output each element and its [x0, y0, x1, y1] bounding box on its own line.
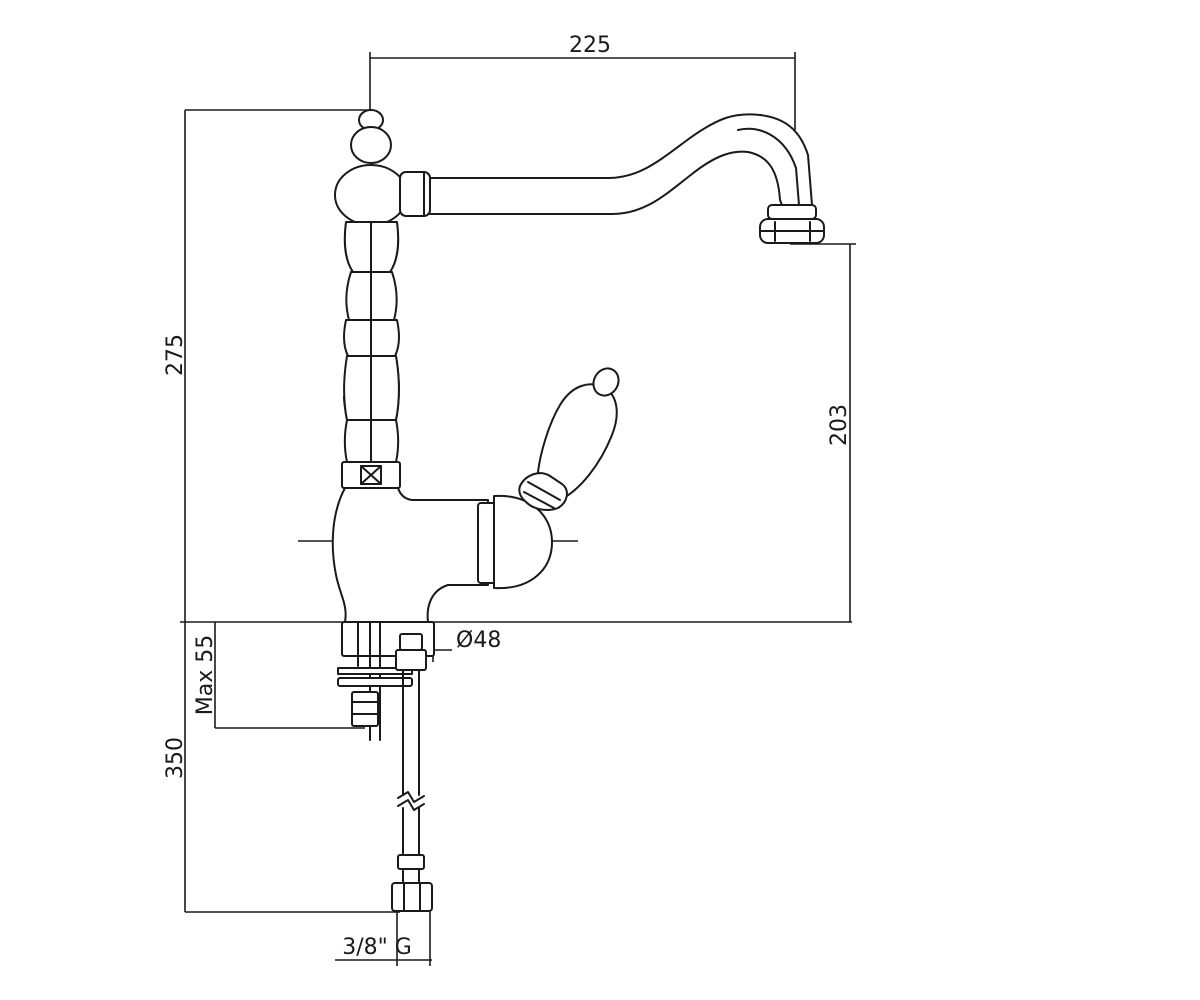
spout-reach-label: 225 — [569, 33, 611, 58]
hose-length-label: 350 — [163, 737, 188, 779]
spout-height-label: 203 — [827, 404, 852, 446]
lever-handle — [518, 367, 620, 511]
max-thickness-label: Max 55 — [193, 635, 218, 715]
connection-label: 3/8" G — [342, 935, 412, 960]
total-height-label: 275 — [163, 334, 188, 376]
base-diameter-label: Ø48 — [456, 628, 501, 653]
flexible-hose — [391, 633, 433, 912]
faucet-body — [331, 109, 825, 623]
dimension-labels: 225 275 203 Ø48 Max 55 350 3/8" G — [163, 33, 852, 960]
